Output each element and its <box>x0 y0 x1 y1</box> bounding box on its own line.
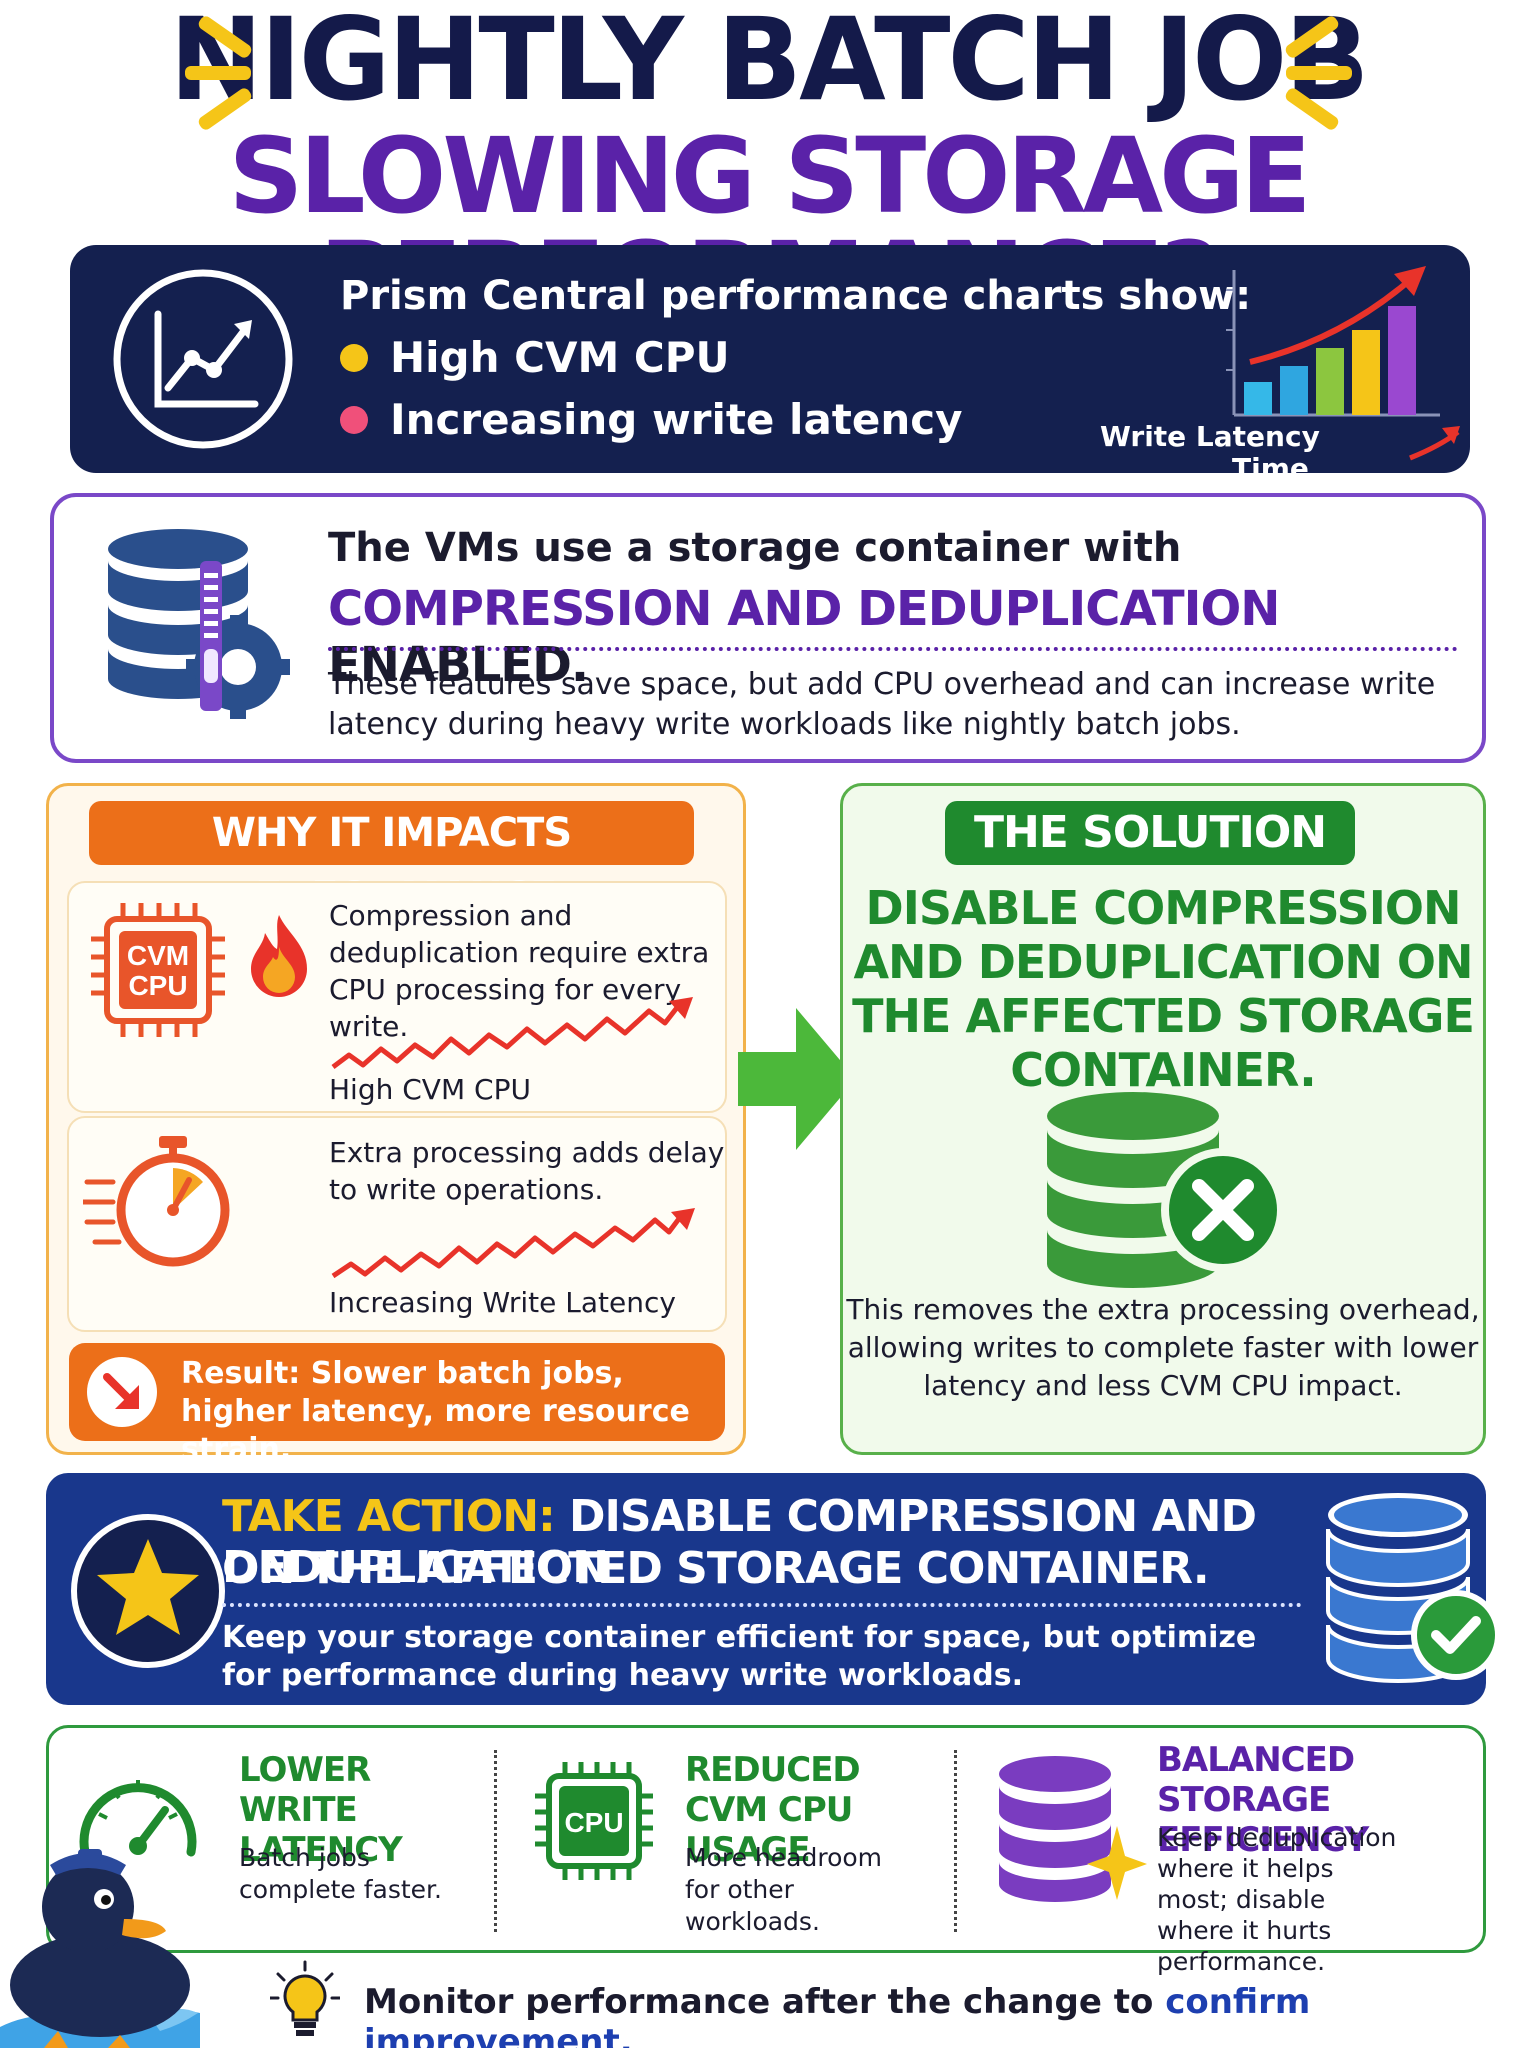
benefit-title: REDUCED CVM CPU USAGE <box>685 1750 861 1870</box>
chip-label-cvm: CVM <box>127 940 189 971</box>
pink-dot-icon <box>340 405 368 434</box>
solution-tag: THE SOLUTION <box>945 801 1355 865</box>
take-action-line-2: ON THE AFFECTED STORAGE CONTAINER. <box>222 1543 1210 1594</box>
take-action-lead: TAKE ACTION: <box>222 1491 556 1542</box>
take-action-panel: TAKE ACTION: DISABLE COMPRESSION AND DED… <box>46 1473 1501 1705</box>
benefit-title: BALANCED STORAGE EFFICIENCY <box>1157 1740 1369 1860</box>
database-sparkle-icon <box>999 1756 1147 1902</box>
why-impact-panel: WHY IT IMPACTS PERFORMANCE CVM CPU Compr… <box>46 783 746 1467</box>
prism-item-latency: Increasing write latency <box>340 395 963 444</box>
result-text: Result: Slower batch jobs, higher latenc… <box>181 1356 690 1467</box>
database-check-icon <box>1326 1493 1501 1683</box>
cpu-impact-card: CVM CPU Compression and deduplication re… <box>67 881 727 1113</box>
prism-title: Prism Central performance charts show: <box>340 273 1252 319</box>
line-chart-icon <box>113 269 293 449</box>
cvm-cpu-chip-icon: CVM CPU <box>91 903 225 1037</box>
right-arrow-icon <box>738 1008 856 1150</box>
database-zipper-gear-icon <box>108 529 290 719</box>
zigzag-rise-icon <box>331 1208 695 1279</box>
rising-bar-chart-icon <box>1226 266 1460 461</box>
cpu-impact-caption: High CVM CPU <box>329 1073 531 1106</box>
prism-insight-panel: Prism Central performance charts show: H… <box>70 245 1470 473</box>
benefit-text: More headroom for other workloads. <box>685 1843 883 1936</box>
star-icon <box>71 1514 225 1668</box>
latency-impact-caption: Increasing Write Latency <box>329 1286 676 1319</box>
chart-caption-latency: Write Latency <box>1100 420 1320 453</box>
down-arrow-icon <box>87 1357 157 1427</box>
vms-feature-highlight: COMPRESSION AND DEDUPLICATION <box>328 581 1280 637</box>
prism-item-cpu: High CVM CPU <box>340 333 730 382</box>
benefit-divider <box>494 1750 497 1932</box>
storage-container-panel: The VMs use a storage container with COM… <box>50 493 1486 763</box>
prism-item-label: Increasing write latency <box>390 395 963 444</box>
vms-feature-rest: ENABLED. <box>328 637 589 693</box>
flame-icon <box>251 915 307 997</box>
latency-impact-text: Extra processing adds delay to write ope… <box>329 1136 725 1206</box>
solution-panel: THE SOLUTION DISABLE COMPRESSION AND DED… <box>840 783 1486 1455</box>
benefit-divider <box>954 1750 957 1932</box>
prism-item-label: High CVM CPU <box>390 333 730 382</box>
yellow-dot-icon <box>340 343 368 372</box>
dotted-divider <box>328 647 1458 651</box>
gauge-icon <box>79 1780 197 1857</box>
cpu-impact-text: Compression and deduplication require ex… <box>329 899 710 1043</box>
footer-emphasis: confirm improvement. <box>364 1982 1311 2048</box>
result-banner: Result: Slower batch jobs, higher latenc… <box>69 1343 725 1467</box>
take-action-text: Keep your storage container efficient fo… <box>222 1620 1257 1693</box>
vms-explanation: These features save space, but add CPU o… <box>328 667 1436 742</box>
database-disabled-icon <box>1047 1092 1285 1288</box>
why-impact-tag: WHY IT IMPACTS PERFORMANCE <box>89 801 694 920</box>
take-action-heading: TAKE ACTION: DISABLE COMPRESSION AND DED… <box>222 1491 1486 1593</box>
benefits-panel: LOWER WRITE LATENCY Batch jobs complete … <box>46 1725 1486 1976</box>
chart-caption-time: Time <box>1232 452 1309 485</box>
chip-label-cpu: CPU <box>128 970 187 1001</box>
benefit-title: LOWER WRITE LATENCY <box>239 1750 403 1870</box>
cpu-chip-label: CPU <box>564 1807 623 1838</box>
solution-explanation: This removes the extra processing overhe… <box>846 1293 1480 1402</box>
lightbulb-icon <box>270 1960 340 2036</box>
vms-feature-line: COMPRESSION AND DEDUPLICATION ENABLED. <box>328 581 1482 693</box>
benefit-text: Keep deduplication where it helps most; … <box>1157 1823 1397 1976</box>
zigzag-rise-icon <box>331 997 693 1069</box>
solution-heading: DISABLE COMPRESSION AND DEDUPLICATION ON… <box>852 881 1475 1097</box>
footer-note: Monitor performance after the change to … <box>364 1982 1536 2048</box>
cpu-chip-icon: CPU <box>535 1762 653 1880</box>
footer-text: Monitor performance after the change to <box>364 1982 1166 2022</box>
vms-intro: The VMs use a storage container with <box>328 525 1182 571</box>
dotted-divider <box>222 1603 1302 1607</box>
benefit-text: Batch jobs complete faster. <box>239 1843 442 1904</box>
latency-impact-card: Extra processing adds delay to write ope… <box>67 1116 727 1332</box>
title-line-1: NIGHTLY BATCH JOB <box>169 0 1369 127</box>
stopwatch-icon <box>83 1136 230 1267</box>
take-action-line-1: DISABLE COMPRESSION AND DEDUPLICATION <box>222 1491 1257 1593</box>
duck-mascot-icon <box>0 1849 200 2048</box>
